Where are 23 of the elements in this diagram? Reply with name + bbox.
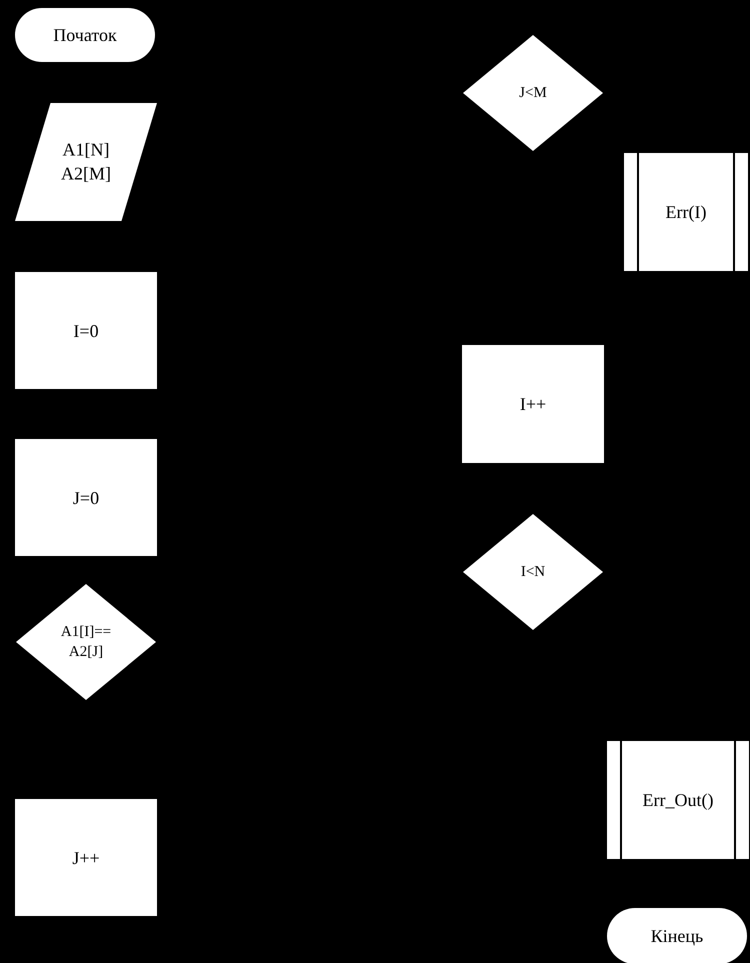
node-label: J=0 <box>72 486 100 510</box>
node-label: Err(I) <box>666 200 706 224</box>
decision-diamond <box>16 584 156 700</box>
node-label: A1[N] A2[M] <box>60 138 112 186</box>
process-box <box>462 345 604 463</box>
node-label: A1[I]== A2[J] <box>60 622 112 662</box>
process-box <box>15 272 157 389</box>
node-label: I++ <box>520 392 546 416</box>
subroutine-box <box>607 741 749 859</box>
node-label: J++ <box>72 846 100 870</box>
node-label: I<N <box>520 562 546 582</box>
decision-diamond <box>463 35 603 151</box>
process-box <box>15 799 157 916</box>
node-label: Кінець <box>650 924 704 948</box>
input-parallelogram <box>15 103 157 221</box>
process-box <box>15 439 157 556</box>
subroutine-box <box>624 153 748 271</box>
node-label: J<M <box>519 84 547 103</box>
terminator-shape <box>15 8 155 62</box>
decision-diamond <box>463 514 603 630</box>
node-label: Err_Out() <box>642 788 714 812</box>
node-label: Початок <box>53 24 117 47</box>
node-label: I=0 <box>73 319 99 342</box>
